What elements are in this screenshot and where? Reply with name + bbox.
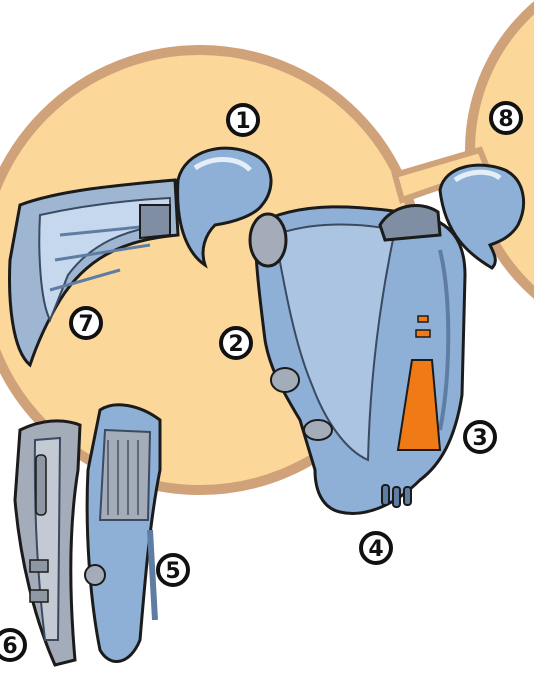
callout-number: 5 — [165, 559, 180, 584]
callout-4: 4 — [361, 533, 391, 563]
callout-6: 6 — [0, 630, 25, 660]
callout-3: 3 — [465, 422, 495, 452]
part-leg-servo — [85, 405, 160, 662]
callout-5: 5 — [158, 555, 188, 585]
callout-number: 8 — [498, 107, 513, 132]
callout-7: 7 — [71, 308, 101, 338]
callout-8: 8 — [491, 103, 521, 133]
callout-2: 2 — [221, 328, 251, 358]
callout-number: 2 — [228, 332, 243, 357]
callout-number: 1 — [235, 109, 250, 134]
part-leg-panel — [15, 421, 80, 665]
callout-number: 7 — [78, 312, 93, 337]
callout-number: 6 — [2, 634, 17, 659]
callout-number: 3 — [472, 426, 487, 451]
callout-1: 1 — [228, 105, 258, 135]
callout-number: 4 — [368, 537, 383, 562]
